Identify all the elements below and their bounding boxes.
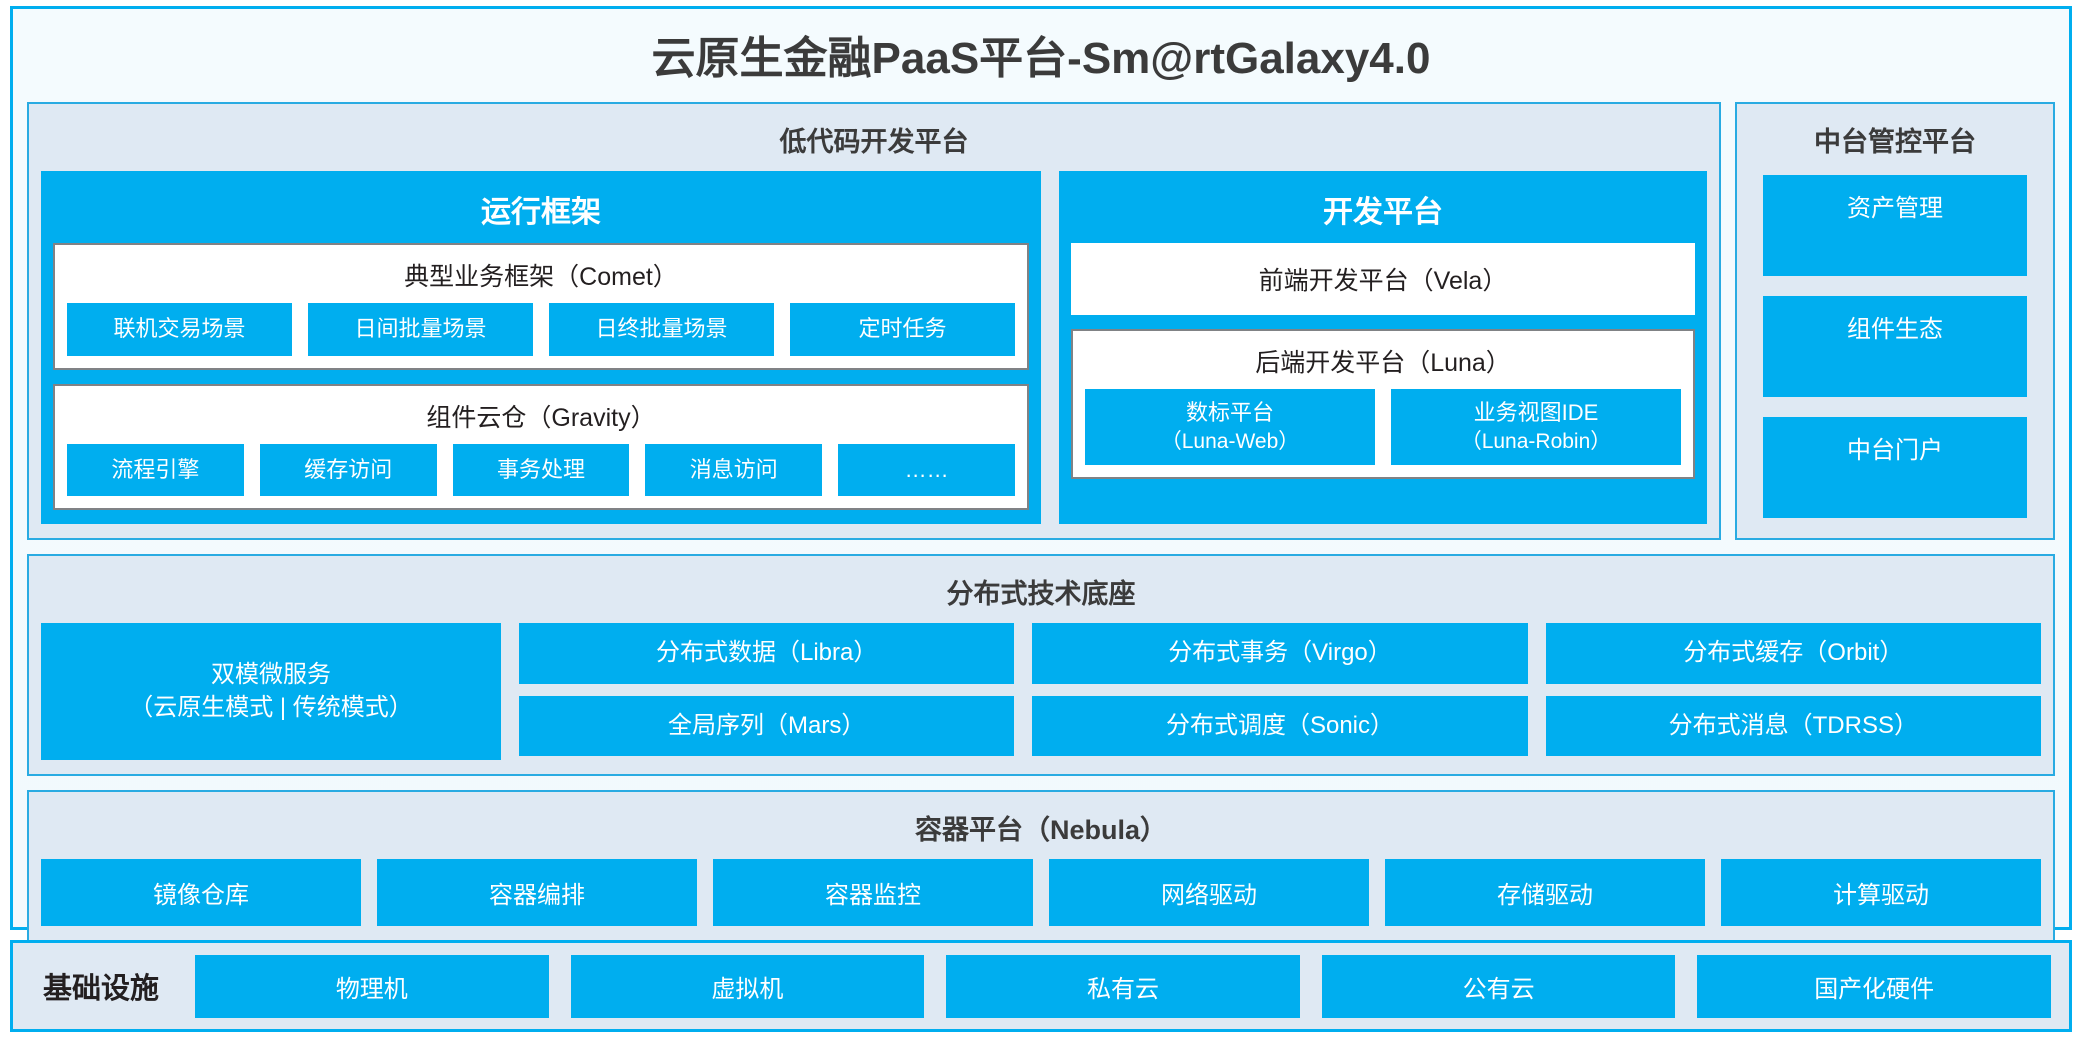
runtime-framework-title: 运行框架 <box>481 196 601 229</box>
midoffice-title: 中台管控平台 <box>1814 127 1976 157</box>
techbase-item-virgo[interactable]: 分布式事务（Virgo） <box>1032 623 1528 684</box>
comet-title: 典型业务框架（Comet） <box>404 263 678 291</box>
backend-dev-platform-items: 数标平台 （Luna-Web） 业务视图IDE （Luna-Robin） <box>1085 389 1681 465</box>
comet-item[interactable]: 日终批量场景 <box>549 303 774 356</box>
techbase-microservice-col: 双模微服务 （云原生模式 | 传统模式） <box>41 623 501 760</box>
techbase-title: 分布式技术底座 <box>946 579 1136 610</box>
infrastructure-label: 基础设施 <box>43 973 160 1005</box>
page-title: 云原生金融PaaS平台-Sm@rtGalaxy4.0 <box>651 34 1431 83</box>
midoffice-item-portal[interactable]: 中台门户 <box>1763 417 2027 519</box>
top-row: 低代码开发平台 运行框架 典型业务框架（Comet） 联机交易场景 日间批量场景… <box>27 102 2055 541</box>
gravity-items: 流程引擎 缓存访问 事务处理 消息访问 …… <box>67 443 1015 497</box>
luna-robin-name: 业务视图IDE <box>1473 400 1599 425</box>
techbase-col-3: 分布式缓存（Orbit） 分布式消息（TDRSS） <box>1545 623 2041 760</box>
techbase-item-libra[interactable]: 分布式数据（Libra） <box>519 623 1015 684</box>
gravity-item[interactable]: 流程引擎 <box>67 443 244 497</box>
techbase-body: 双模微服务 （云原生模式 | 传统模式） 分布式数据（Libra） 全局序列（M… <box>41 623 2041 760</box>
backend-dev-platform-title: 后端开发平台（Luna） <box>1255 349 1511 377</box>
infra-item-private-cloud[interactable]: 私有云 <box>946 954 1300 1018</box>
midoffice-item-component-ecosystem[interactable]: 组件生态 <box>1763 296 2027 398</box>
container-item-orchestration[interactable]: 容器编排 <box>377 858 697 926</box>
gravity-item[interactable]: 事务处理 <box>452 443 630 497</box>
gravity-item-more[interactable]: …… <box>838 443 1015 497</box>
container-platform-items: 镜像仓库 容器编排 容器监控 网络驱动 存储驱动 计算驱动 <box>41 858 2041 926</box>
comet-group: 典型业务框架（Comet） 联机交易场景 日间批量场景 日终批量场景 定时任务 <box>53 243 1029 370</box>
techbase-col-1: 分布式数据（Libra） 全局序列（Mars） <box>519 623 1015 760</box>
luna-web-item[interactable]: 数标平台 （Luna-Web） <box>1085 389 1375 465</box>
comet-items: 联机交易场景 日间批量场景 日终批量场景 定时任务 <box>67 303 1015 356</box>
comet-item[interactable]: 日间批量场景 <box>308 303 533 356</box>
container-item-monitoring[interactable]: 容器监控 <box>713 858 1033 926</box>
infra-item-domestic-hardware[interactable]: 国产化硬件 <box>1697 954 2051 1018</box>
backend-dev-platform-group: 后端开发平台（Luna） 数标平台 （Luna-Web） 业务视图IDE （Lu… <box>1071 329 1695 479</box>
midoffice-item-asset-management[interactable]: 资产管理 <box>1763 175 2027 277</box>
techbase-item-orbit[interactable]: 分布式缓存（Orbit） <box>1545 623 2041 684</box>
midoffice-items: 资产管理 组件生态 中台门户 <box>1749 171 2041 524</box>
midoffice-panel: 中台管控平台 资产管理 组件生态 中台门户 <box>1735 102 2055 541</box>
lowcode-platform-title: 低代码开发平台 <box>779 127 969 157</box>
container-item-compute-driver[interactable]: 计算驱动 <box>1721 858 2041 926</box>
dev-platform-card: 开发平台 前端开发平台（Vela） 后端开发平台（Luna） 数标平台 （Lun… <box>1059 171 1707 525</box>
techbase-panel: 分布式技术底座 双模微服务 （云原生模式 | 传统模式） 分布式数据（Libra… <box>27 554 2055 776</box>
luna-web-name: 数标平台 <box>1185 400 1274 425</box>
frontend-dev-platform[interactable]: 前端开发平台（Vela） <box>1071 243 1695 315</box>
luna-robin-item[interactable]: 业务视图IDE （Luna-Robin） <box>1391 389 1681 465</box>
gravity-group: 组件云仓（Gravity） 流程引擎 缓存访问 事务处理 消息访问 …… <box>53 383 1029 511</box>
container-platform-panel: 容器平台（Nebula） 镜像仓库 容器编排 容器监控 网络驱动 存储驱动 计算… <box>27 789 2055 942</box>
microservice-item[interactable]: 双模微服务 （云原生模式 | 传统模式） <box>41 623 501 760</box>
comet-item[interactable]: 联机交易场景 <box>67 303 292 356</box>
container-platform-title: 容器平台（Nebula） <box>914 814 1168 845</box>
lowcode-platform-body: 运行框架 典型业务框架（Comet） 联机交易场景 日间批量场景 日终批量场景 … <box>41 171 1707 525</box>
luna-web-sub: （Luna-Web） <box>1160 429 1300 453</box>
gravity-item[interactable]: 缓存访问 <box>259 443 437 497</box>
microservice-sub: （云原生模式 | 传统模式） <box>129 693 413 721</box>
techbase-item-tdrss[interactable]: 分布式消息（TDRSS） <box>1545 695 2041 756</box>
platform-outer-frame: 云原生金融PaaS平台-Sm@rtGalaxy4.0 低代码开发平台 运行框架 … <box>10 6 2072 942</box>
gravity-item[interactable]: 消息访问 <box>645 443 823 497</box>
infra-item-virtual-machine[interactable]: 虚拟机 <box>570 954 925 1018</box>
runtime-framework-card: 运行框架 典型业务框架（Comet） 联机交易场景 日间批量场景 日终批量场景 … <box>41 171 1041 525</box>
techbase-item-mars[interactable]: 全局序列（Mars） <box>519 695 1015 756</box>
comet-item[interactable]: 定时任务 <box>790 303 1015 356</box>
microservice-name: 双模微服务 <box>211 661 331 689</box>
techbase-item-sonic[interactable]: 分布式调度（Sonic） <box>1032 695 1528 756</box>
infra-item-physical-machine[interactable]: 物理机 <box>195 954 549 1018</box>
dev-platform-title: 开发平台 <box>1323 196 1443 229</box>
container-item-network-driver[interactable]: 网络驱动 <box>1049 858 1369 926</box>
container-item-image-repo[interactable]: 镜像仓库 <box>41 858 361 926</box>
lowcode-platform-panel: 低代码开发平台 运行框架 典型业务框架（Comet） 联机交易场景 日间批量场景… <box>27 102 1721 541</box>
luna-robin-sub: （Luna-Robin） <box>1460 429 1612 453</box>
infrastructure-panel: 基础设施 物理机 虚拟机 私有云 公有云 国产化硬件 <box>10 940 2072 1032</box>
infra-item-public-cloud[interactable]: 公有云 <box>1321 954 1676 1018</box>
gravity-title: 组件云仓（Gravity） <box>426 403 656 432</box>
container-item-storage-driver[interactable]: 存储驱动 <box>1385 858 1705 926</box>
techbase-col-2: 分布式事务（Virgo） 分布式调度（Sonic） <box>1032 623 1528 760</box>
